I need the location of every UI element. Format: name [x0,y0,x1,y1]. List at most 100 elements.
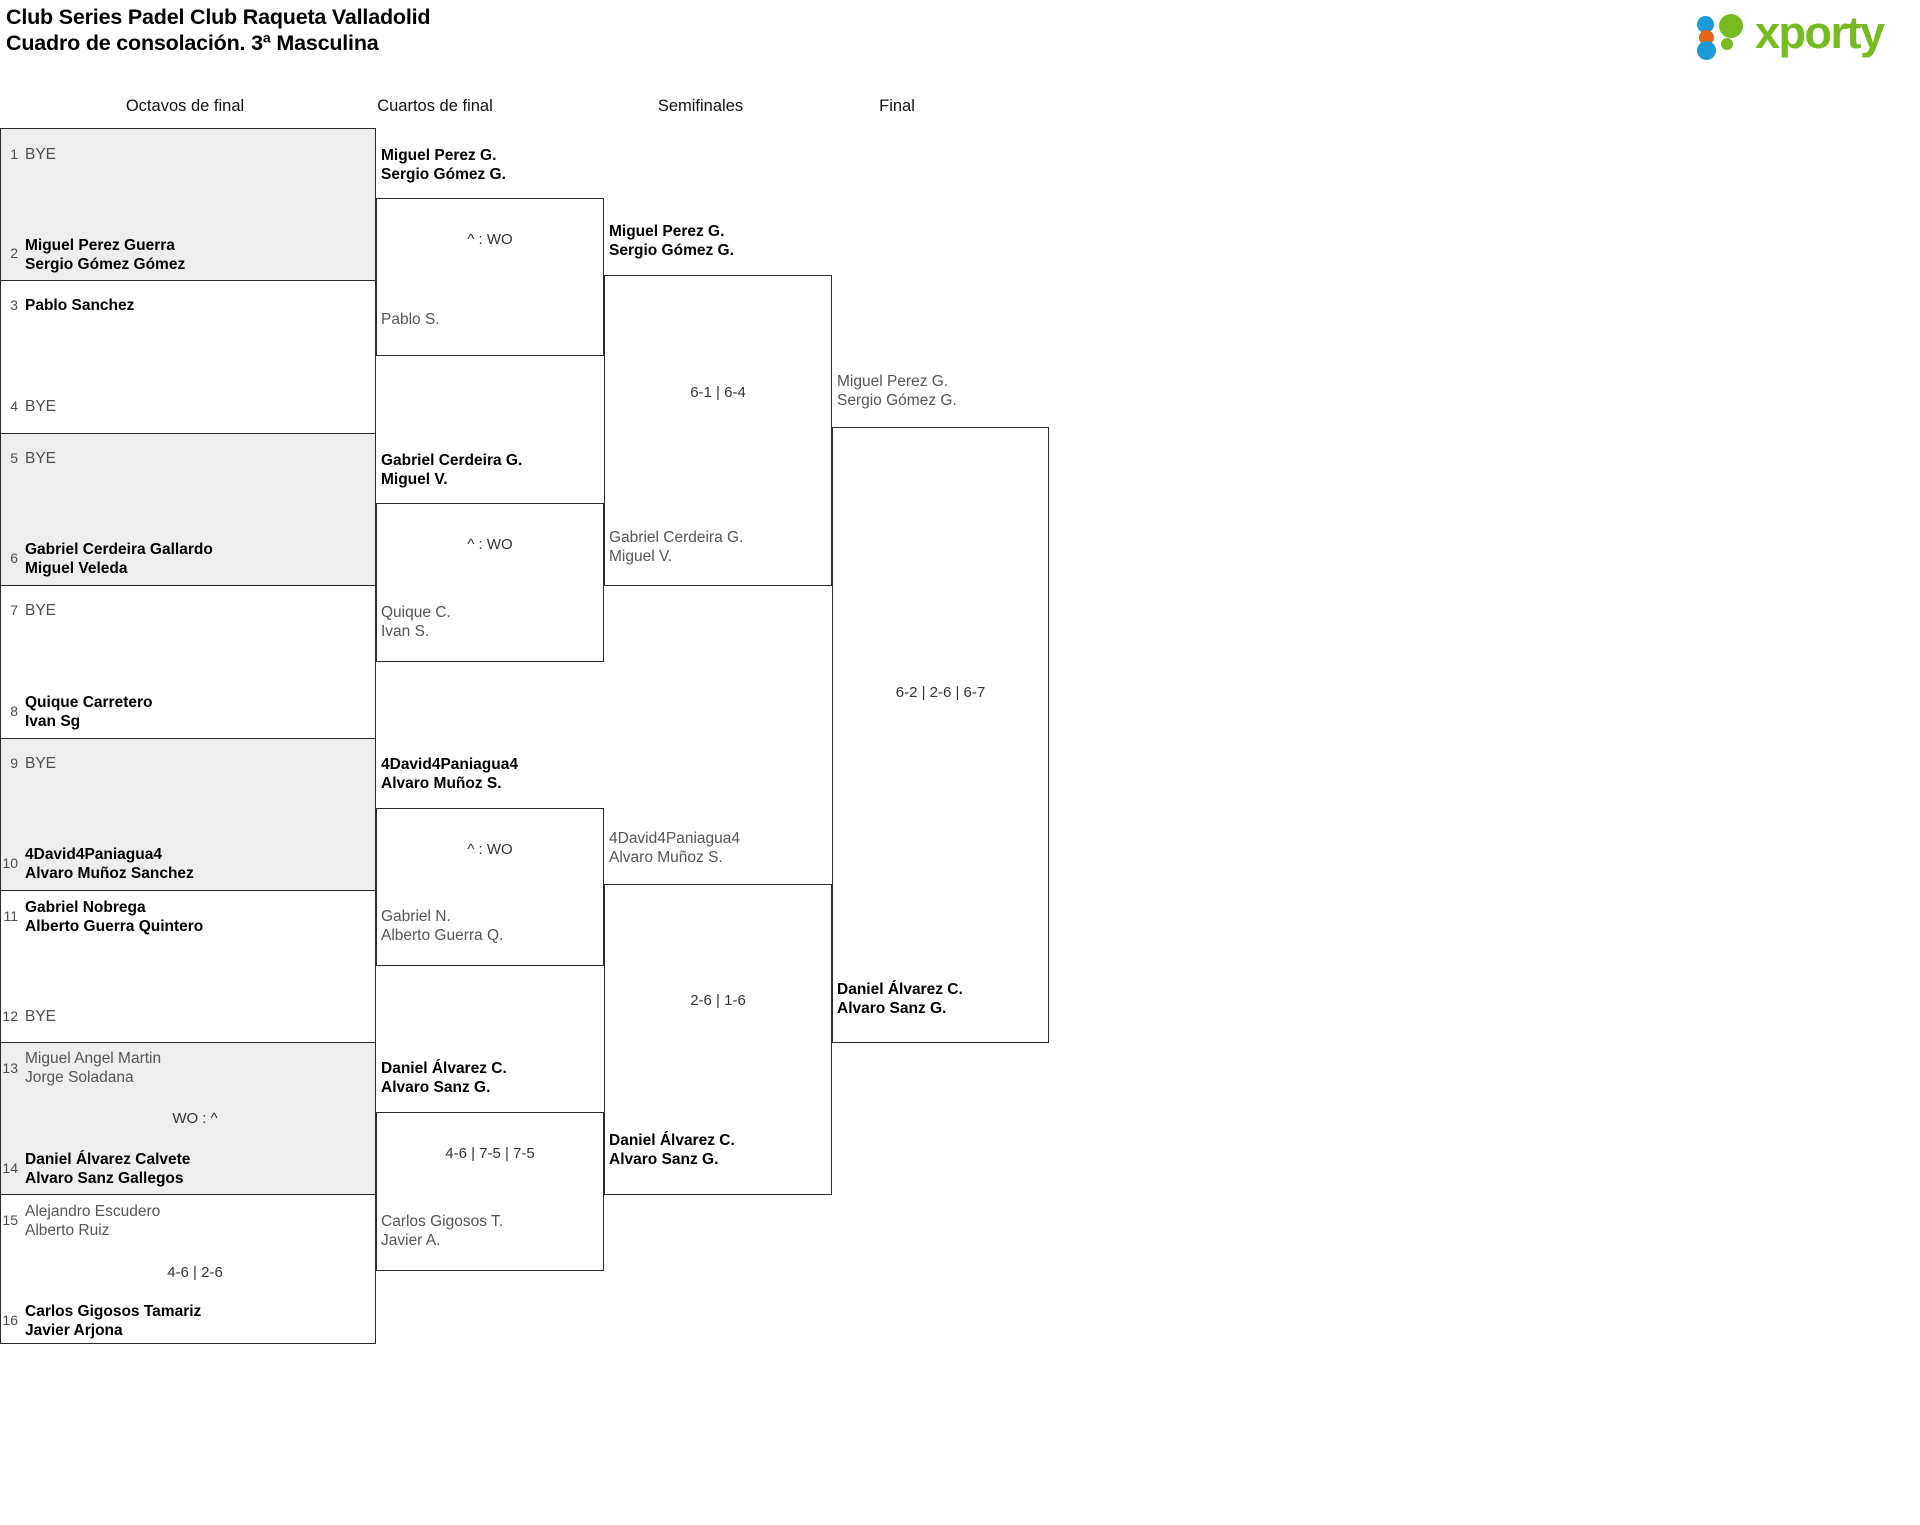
seed-5: 5 [10,450,18,466]
qf-score-2: ^ : WO [467,536,513,553]
r1-outer-box [0,128,376,1344]
sf-team-4-line1: Daniel Álvarez C. [609,1132,735,1149]
sf-team-3-line2: Alvaro Muñoz S. [609,849,723,866]
r1-team-13-line2: Jorge Soladana [25,1069,134,1086]
r1-team-15-line1: Alejandro Escudero [25,1203,161,1220]
final-team-2-line1: Daniel Álvarez C. [837,981,963,998]
seed-3: 3 [10,297,18,313]
sf-score-2: 2-6 | 1-6 [690,992,746,1009]
r1-shade-3 [1,433,375,585]
qf-box-1 [376,198,604,356]
qf-team-5-line2: Alvaro Muñoz S. [381,775,502,792]
r1-div-3 [0,585,376,586]
r1-team-3-line1: Pablo Sanchez [25,297,135,314]
r1-team-10-line2: Alvaro Muñoz Sanchez [25,865,194,882]
qf-score-4: 4-6 | 7-5 | 7-5 [445,1145,535,1162]
round-header-octavos: Octavos de final [125,97,245,115]
r1-team-6-line2: Miguel Veleda [25,560,128,577]
r1-team-4-line1: BYE [25,398,57,415]
r1-team-1-line1: BYE [25,146,57,163]
qf-team-7-line2: Alvaro Sanz G. [381,1079,491,1096]
r1-shade-1 [1,129,375,280]
qf-team-1-line2: Sergio Gómez G. [381,166,506,183]
seed-11: 11 [3,908,18,924]
r1-div-5 [0,890,376,891]
r1-team-16-line2: Javier Arjona [25,1322,123,1339]
qf-team-4-line1: Quique C. [381,604,451,621]
final-team-2-line2: Alvaro Sanz G. [837,1000,947,1017]
sf-team-3-line1: 4David4Paniagua4 [609,830,740,847]
r1-div-4 [0,738,376,739]
sf-team-1-line1: Miguel Perez G. [609,223,725,240]
xporty-logo: xporty [1697,7,1897,60]
round-header-final: Final [879,97,915,115]
qf-team-4-line2: Ivan S. [381,623,430,640]
qf-team-8-line1: Carlos Gigosos T. [381,1213,504,1230]
seed-10: 10 [2,855,18,871]
r1-team-11-line2: Alberto Guerra Quintero [25,918,204,935]
seed-2: 2 [10,245,18,261]
r1-team-10-line1: 4David4Paniagua4 [25,846,162,863]
qf-team-2-line1: Pablo S. [381,311,440,328]
r1-shade-7 [1,1042,375,1194]
qf-team-1-line1: Miguel Perez G. [381,147,497,164]
seed-15: 15 [2,1212,18,1228]
qf-box-2 [376,503,604,662]
r1-team-2-line2: Sergio Gómez Gómez [25,256,186,273]
seed-7: 7 [10,602,18,618]
qf-score-1: ^ : WO [467,231,513,248]
r1-team-12-line1: BYE [25,1008,57,1025]
r1-team-2-line1: Miguel Perez Guerra [25,237,175,254]
qf-team-7-line1: Daniel Álvarez C. [381,1060,507,1077]
sf-team-4-line2: Alvaro Sanz G. [609,1151,719,1168]
r1-team-7-line1: BYE [25,602,57,619]
title-line-2: Cuadro de consolación. 3ª Masculina [6,31,379,55]
sf-score-1: 6-1 | 6-4 [690,384,746,401]
round-header-cuartos: Cuartos de final [377,97,493,115]
qf-team-6-line1: Gabriel N. [381,908,451,925]
r1-div-7 [0,1194,376,1195]
qf-team-6-line2: Alberto Guerra Q. [381,927,504,944]
r1-score-8: 4-6 | 2-6 [167,1264,223,1281]
r1-team-9-line1: BYE [25,755,57,772]
r1-score-7: WO : ^ [172,1110,218,1127]
r1-team-5-line1: BYE [25,450,57,467]
qf-box-4 [376,1112,604,1271]
seed-13: 13 [2,1060,18,1076]
seed-16: 16 [2,1312,18,1328]
final-team-1-line2: Sergio Gómez G. [837,392,957,409]
r1-div-6 [0,1042,376,1043]
page-title: Club Series Padel Club Raqueta Valladoli… [6,4,431,56]
qf-team-5-line1: 4David4Paniagua4 [381,756,518,773]
r1-team-16-line1: Carlos Gigosos Tamariz [25,1303,202,1320]
sf-box-2 [604,884,832,1195]
qf-team-3-line1: Gabriel Cerdeira G. [381,452,523,469]
r1-team-11-line1: Gabriel Nobrega [25,899,146,916]
round-header-semifinales: Semifinales [657,97,744,115]
r1-team-6-line1: Gabriel Cerdeira Gallardo [25,541,213,558]
seed-6: 6 [10,550,18,566]
r1-team-8-line2: Ivan Sg [25,713,81,730]
seed-1: 1 [10,146,18,162]
r1-team-14-line1: Daniel Álvarez Calvete [25,1151,191,1168]
qf-score-3: ^ : WO [467,841,513,858]
r1-team-14-line2: Alvaro Sanz Gallegos [25,1170,184,1187]
sf-team-2-line1: Gabriel Cerdeira G. [609,529,744,546]
seed-4: 4 [10,398,18,414]
r1-div-2 [0,433,376,434]
qf-team-8-line2: Javier A. [381,1232,441,1249]
sf-team-2-line2: Miguel V. [609,548,673,565]
r1-shade-5 [1,738,375,890]
qf-box-3 [376,808,604,966]
final-score: 6-2 | 2-6 | 6-7 [895,684,986,701]
seed-12: 12 [2,1008,18,1024]
final-box [832,427,1049,1043]
seed-14: 14 [2,1160,18,1176]
qf-team-3-line2: Miguel V. [381,471,448,488]
r1-team-13-line1: Miguel Angel Martin [25,1050,162,1067]
final-team-1-line1: Miguel Perez G. [837,373,949,390]
r1-team-15-line2: Alberto Ruiz [25,1222,110,1239]
r1-div-1 [0,280,376,281]
sf-team-1-line2: Sergio Gómez G. [609,242,734,259]
